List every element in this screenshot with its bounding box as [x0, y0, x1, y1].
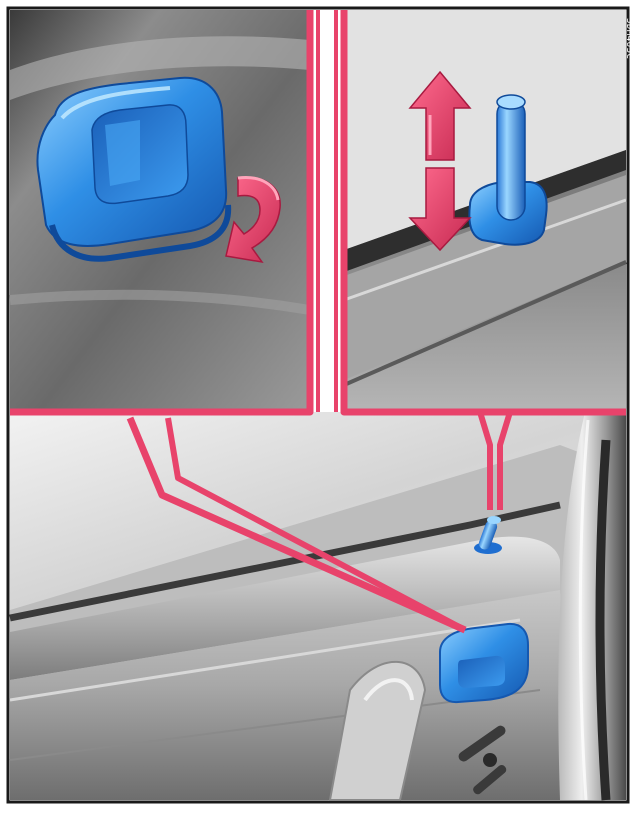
lock-button-detail-panel — [344, 10, 626, 410]
door-handle-small-icon — [440, 624, 528, 702]
door-handle-detail-panel — [10, 10, 310, 410]
figure-code-label: 3DM463C — [624, 18, 634, 59]
door-overview-panel — [10, 412, 626, 800]
